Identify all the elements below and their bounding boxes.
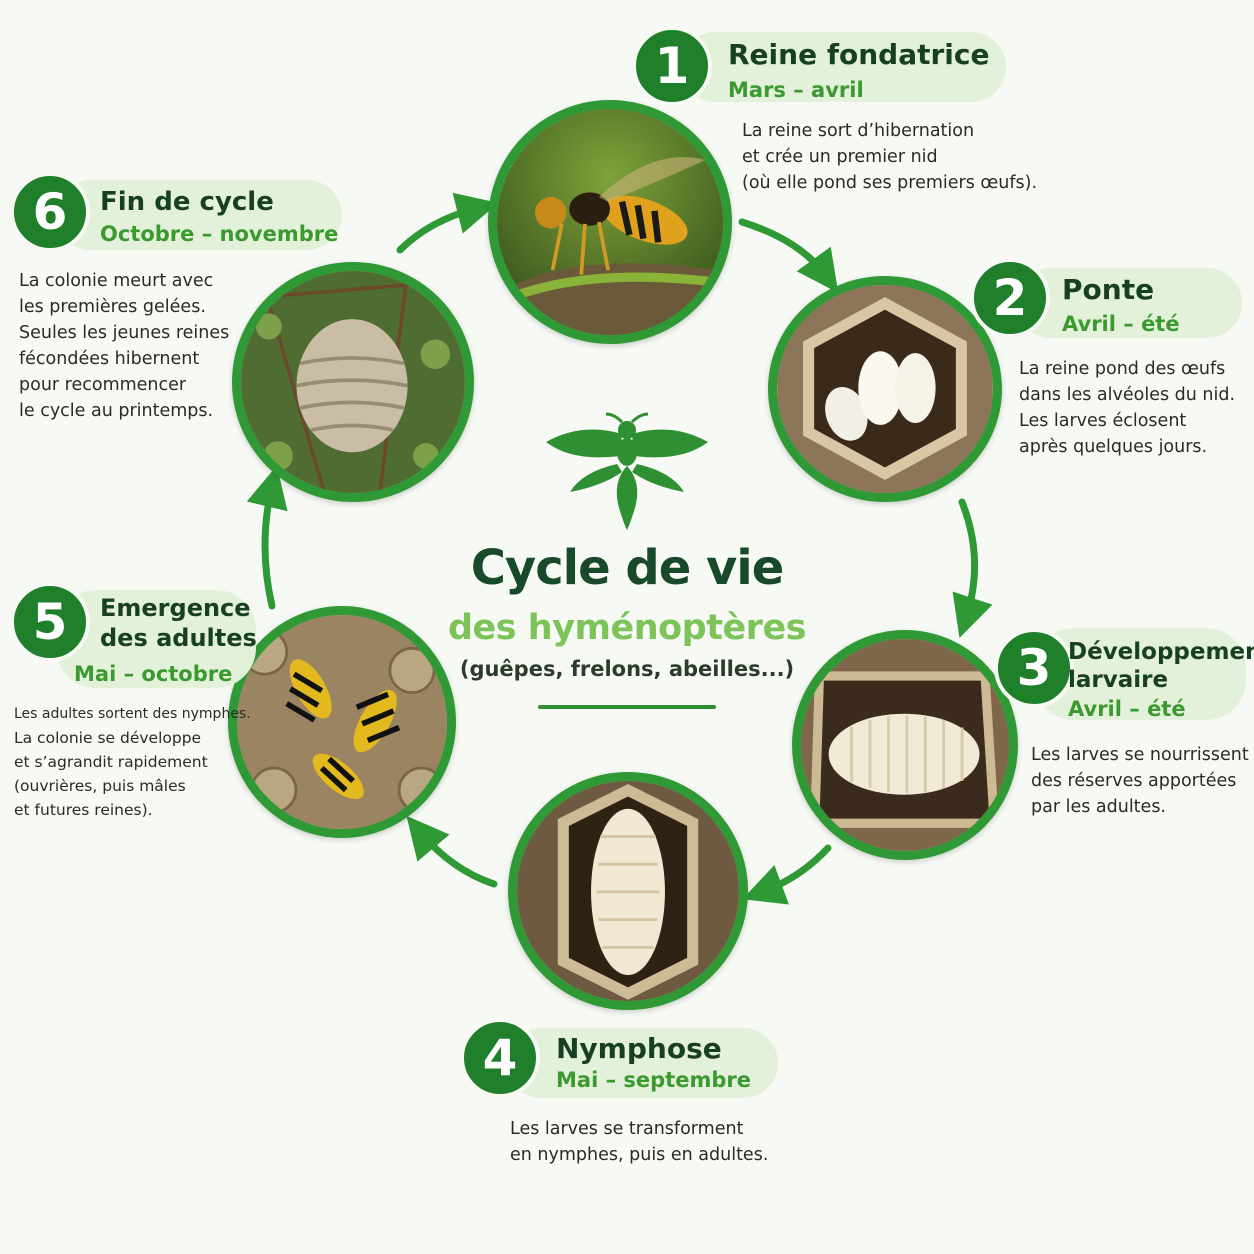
arrow-5-to-6 [246,465,288,610]
larva-in-cell-photo [792,630,1018,860]
arrow-1-to-2 [738,218,839,294]
stage-6-pill [56,180,342,250]
page-title: Cycle de vie [470,540,785,596]
stage-3-title-line-2: larvaire [1068,667,1169,693]
arrow-2-to-3 [952,498,993,638]
adult-wasps-photo [228,606,456,838]
queen-wasp-photo [488,100,732,344]
stage-6-period: Octobre – novembre [100,222,339,246]
stage-2-number: 2 [970,258,1050,338]
stage-2-title: Ponte [1062,273,1155,306]
stage-3-title: Développement [1068,639,1254,665]
title-divider [538,705,716,709]
arrow-4-to-5 [406,815,498,888]
wasp-silhouette-icon [546,412,708,530]
page-subtitle: des hyménoptères [447,608,807,648]
pupa-in-cell-photo [508,772,748,1010]
stage-5-title: Emergence [100,594,251,622]
stage-1-number: 1 [632,26,712,106]
stage-6-title: Fin de cycle [100,187,274,217]
stage-6-number: 6 [10,172,90,252]
eggs-in-cell-photo [768,276,1002,502]
arrow-3-to-4 [742,844,832,905]
stage-3-number: 3 [994,628,1074,708]
stage-4-pill [506,1028,778,1098]
stage-5-pill [56,590,256,688]
paper-nest-photo [232,262,474,502]
stage-5-description: Les adultes sortent des nymphes.La colon… [14,706,251,819]
stage-5-period: Mai – octobre [74,662,233,686]
stage-4-number: 4 [460,1018,540,1098]
stage-5-number: 5 [10,582,90,662]
stage-4-title: Nymphose [556,1032,722,1065]
page-note: (guêpes, frelons, abeilles...) [459,657,795,681]
stage-1-period: Mars – avril [728,78,864,102]
arrow-6-to-1 [396,192,499,254]
stage-1-pill [680,32,1006,102]
stage-3-period: Avril – été [1068,697,1186,721]
stage-2-pill [1016,268,1242,338]
stage-5-title-line-2: des adultes [100,624,257,652]
stage-2-period: Avril – été [1062,312,1180,336]
stage-4-period: Mai – septembre [556,1068,751,1092]
stage-1-title: Reine fondatrice [728,38,990,71]
